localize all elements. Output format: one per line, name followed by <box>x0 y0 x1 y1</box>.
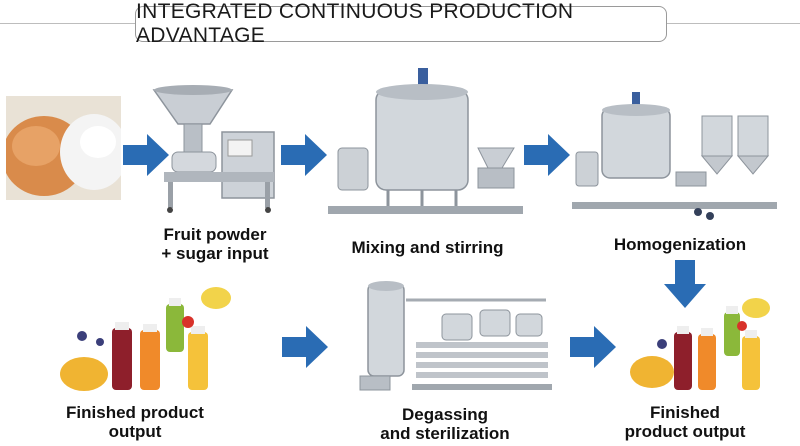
step-label-line2: output <box>108 422 162 441</box>
step-label-fruit-powder: Fruit powder + sugar input <box>150 225 280 263</box>
step-label-line1: Finished <box>650 403 720 422</box>
step-label-line2: and sterilization <box>380 424 510 443</box>
fruit-powder-sugar-image <box>6 96 121 200</box>
flow-arrow-1 <box>123 134 169 176</box>
step-label-line1: Mixing and stirring <box>351 238 504 257</box>
step-label-line1: Homogenization <box>613 235 747 254</box>
step-label-line2: product output <box>624 422 746 441</box>
degassing-sterilization-machine <box>359 281 552 391</box>
flow-arrow-2 <box>281 134 327 176</box>
step-label-line1: Finished product <box>66 403 204 422</box>
homogenizer-machine <box>572 92 777 220</box>
step-label-mixing: Mixing and stirring <box>330 238 525 257</box>
juice-bottles-image-right <box>630 298 770 390</box>
flow-arrow-5 <box>282 326 328 368</box>
step-label-line1: Degassing <box>402 405 488 424</box>
step-label-degassing: Degassing and sterilization <box>360 405 530 443</box>
step-label-line2: + sugar input <box>161 244 269 263</box>
step-label-homogenization: Homogenization <box>590 235 770 254</box>
diagram-title: INTEGRATED CONTINUOUS PRODUCTION ADVANTA… <box>135 0 667 47</box>
mixing-tank-machine <box>328 68 523 214</box>
step-label-finished-left: Finished product output <box>50 403 220 441</box>
step-label-line1: Fruit powder <box>163 225 267 244</box>
flow-arrow-down <box>664 260 706 308</box>
juice-bottles-image-left <box>60 287 231 391</box>
powder-mixer-machine <box>152 85 275 213</box>
flow-arrow-4 <box>570 326 616 368</box>
step-label-finished-right: Finished product output <box>600 403 770 441</box>
flow-arrow-3 <box>524 134 570 176</box>
